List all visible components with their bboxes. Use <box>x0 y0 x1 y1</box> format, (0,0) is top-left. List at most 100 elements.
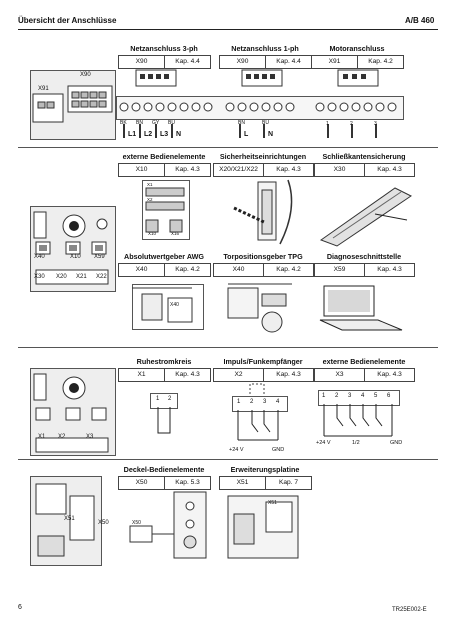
label-x91: X91 <box>38 86 49 92</box>
impuls-gnd: GND <box>272 447 285 453</box>
ruhestrom-pin-2: 2 <box>168 396 172 402</box>
chapter-ref: Kap. 4.2 <box>164 264 210 276</box>
impuls-pin-4: 4 <box>276 399 280 405</box>
chapter-ref: Kap. 4.3 <box>164 369 210 381</box>
label-x10: X10 <box>70 254 81 260</box>
ref-ext-bedien-2: X3 Kap. 4.3 <box>314 368 415 382</box>
conn-label: X59 <box>333 266 346 273</box>
board-section4-drawing <box>35 483 95 557</box>
label-x3: X3 <box>86 434 94 440</box>
label-awg-x40: X40 <box>170 302 179 308</box>
ext-pin-1: 1 <box>322 393 326 399</box>
ref-motor: X91 Kap. 4.2 <box>311 55 404 69</box>
ext-pin-4: 4 <box>361 393 365 399</box>
ref-tpg: X40 Kap. 4.2 <box>213 263 314 277</box>
chapter-ref: Kap. 4.3 <box>364 369 414 381</box>
connectors-section1 <box>119 69 397 138</box>
ref-ext-bedien: X10 Kap. 4.3 <box>118 163 211 177</box>
wire-bu: BU <box>168 120 175 126</box>
title-tpg: Torpositionsgeber TPG <box>223 252 303 261</box>
ext-bedien-wiring <box>323 404 393 437</box>
label-deckel-x50: X50 <box>132 520 141 526</box>
chapter-ref: Kap. 4.3 <box>364 164 414 176</box>
chapter-ref: Kap. 4.2 <box>263 264 313 276</box>
laptop-illustration <box>319 285 403 331</box>
conn-label: X90 <box>236 58 249 65</box>
ext-gnd: GND <box>390 440 403 446</box>
ref-awg: X40 Kap. 4.2 <box>118 263 211 277</box>
phase-l-1ph: L <box>244 131 249 138</box>
ext-bedien-terminal <box>318 390 400 406</box>
conn-label: X10 <box>135 166 148 173</box>
conn-label: X2 <box>234 371 243 378</box>
safety-edge-illustration <box>319 187 412 247</box>
chapter-ref: Kap. 4.4 <box>164 56 210 68</box>
chapter-ref: Kap. 4.3 <box>364 264 414 276</box>
motor-terminal-1: 1 <box>326 121 329 127</box>
ref-diagnose: X59 Kap. 4.3 <box>314 263 415 277</box>
conn-label: X40 <box>232 266 245 273</box>
label-sub-x10: X10 <box>148 231 157 236</box>
wire-bk: BK <box>120 120 127 126</box>
conn-label: X3 <box>335 371 344 378</box>
page-number: 6 <box>18 604 22 611</box>
label-sub-x16: X16 <box>171 231 180 236</box>
title-deckel: Deckel-Bedienelemente <box>123 465 205 474</box>
chapter-ref: Kap. 5.3 <box>164 477 210 489</box>
phase-l3: L3 <box>160 131 169 138</box>
document-model: A/B 460 <box>405 16 435 25</box>
ext-half: 1/2 <box>352 440 360 446</box>
impuls-pin-1: 1 <box>237 399 241 405</box>
label-x40: X40 <box>34 254 45 260</box>
ref-schliesskante: X30 Kap. 4.3 <box>314 163 415 177</box>
title-erweiterung: Erweiterungsplatine <box>230 465 300 474</box>
impuls-wiring <box>237 383 279 441</box>
label-x51: X51 <box>64 516 75 522</box>
conn-label: X20/X21/X22 <box>219 166 258 173</box>
ref-sicherheit: X20/X21/X22 Kap. 4.3 <box>213 163 314 177</box>
wire-gy: GY <box>152 120 160 126</box>
chapter-ref: Kap. 4.3 <box>164 164 210 176</box>
impuls-pin-2: 2 <box>250 399 254 405</box>
ref-impuls: X2 Kap. 4.3 <box>213 368 314 382</box>
ext-bedien-connectors <box>145 187 185 233</box>
title-impuls: Impuls/Funkempfänger <box>223 357 303 366</box>
deckel-drawing <box>129 491 207 559</box>
ext-pin-6: 6 <box>387 393 391 399</box>
title-schliesskante: Schließkantensicherung <box>322 152 406 161</box>
conn-label: X51 <box>236 479 249 486</box>
title-ext-bedien-2: externe Bedienelemente <box>322 357 406 366</box>
ruhestrom-pin-1: 1 <box>156 396 160 402</box>
motor-terminal-2: 2 <box>350 121 353 127</box>
phase-l2: L2 <box>144 131 153 138</box>
awg-drawing <box>132 287 193 323</box>
label-sub-x2: X2 <box>147 197 153 202</box>
label-sub-x1: X1 <box>147 182 153 187</box>
header-rule <box>18 29 438 30</box>
impuls-terminal <box>232 396 288 412</box>
section-divider <box>18 347 438 348</box>
label-x59: X59 <box>94 254 105 260</box>
conn-label: X91 <box>328 58 341 65</box>
conn-label: X40 <box>135 266 148 273</box>
label-x22: X22 <box>96 274 107 280</box>
safety-device-illustration <box>233 179 293 245</box>
wire-bu-1ph: BU <box>262 120 269 126</box>
impuls-24v: +24 V <box>229 447 244 453</box>
chapter-ref: Kap. 4.2 <box>357 56 403 68</box>
board-section1-drawing <box>32 85 113 123</box>
label-erw-x51: X51 <box>268 500 277 506</box>
chapter-ref: Kap. 4.3 <box>263 164 313 176</box>
chapter-ref: Kap. 4.4 <box>265 56 311 68</box>
ext-pin-2: 2 <box>335 393 339 399</box>
tpg-drawing <box>227 283 292 333</box>
section-divider <box>18 459 438 460</box>
conn-label: X50 <box>135 479 148 486</box>
chapter-ref: Kap. 4.3 <box>263 369 313 381</box>
impuls-pin-3: 3 <box>263 399 267 405</box>
conn-label: X30 <box>333 166 346 173</box>
awg-illustration <box>132 284 204 330</box>
